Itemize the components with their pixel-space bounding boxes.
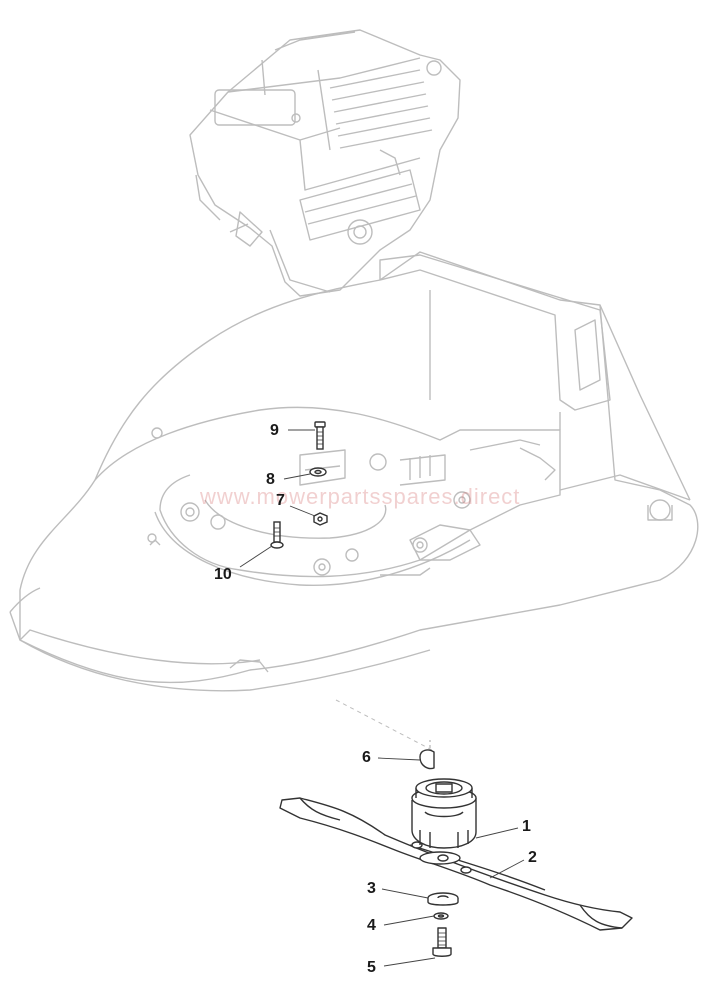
callout-2: 2 <box>528 849 537 866</box>
callout-9: 9 <box>270 422 279 439</box>
callout-6: 6 <box>362 749 371 766</box>
leader-lines <box>239 429 525 967</box>
blade-assembly <box>279 749 633 957</box>
mower-deck <box>9 251 699 760</box>
callout-8: 8 <box>266 471 275 488</box>
engine <box>189 29 461 297</box>
leader-6 <box>377 757 421 761</box>
callout-3: 3 <box>367 880 376 897</box>
callout-7: 7 <box>276 492 285 509</box>
callout-5: 5 <box>367 959 376 976</box>
deck-fasteners <box>270 421 328 549</box>
leader-1 <box>475 827 519 839</box>
leader-5 <box>383 957 436 967</box>
leader-10 <box>239 545 273 568</box>
assembly-line <box>335 699 433 751</box>
callout-10: 10 <box>214 566 232 583</box>
leader-8 <box>283 473 311 480</box>
watermark: www.mowerpartsspares.direct <box>200 484 521 509</box>
callout-4: 4 <box>367 917 376 934</box>
leader-4 <box>383 915 435 926</box>
leader-7 <box>289 505 316 517</box>
callout-1: 1 <box>522 818 531 835</box>
leader-3 <box>381 888 429 899</box>
leader-2 <box>489 859 525 879</box>
